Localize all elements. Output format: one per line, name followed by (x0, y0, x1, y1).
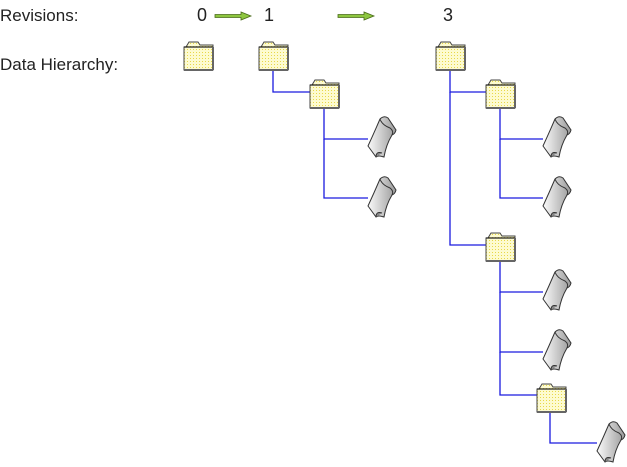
folder-icon[interactable] (258, 41, 289, 71)
arrow-1-to-3 (337, 11, 375, 21)
revision-1: 1 (264, 5, 275, 25)
revision-3: 3 (443, 5, 454, 25)
data-hierarchy-label: Data Hierarchy: (0, 55, 119, 74)
folder-icon[interactable] (485, 232, 516, 262)
document-icon[interactable] (596, 421, 626, 463)
document-icon[interactable] (542, 329, 572, 371)
document-icon[interactable] (542, 116, 572, 158)
folder-icon[interactable] (536, 383, 567, 413)
document-icon[interactable] (367, 176, 397, 218)
revision-0: 0 (197, 5, 208, 25)
connectors-rev3 (449, 71, 597, 444)
connectors-rev1 (272, 71, 368, 199)
folder-icon[interactable] (435, 41, 466, 71)
folder-icon[interactable] (309, 79, 340, 109)
document-icon[interactable] (542, 269, 572, 311)
document-icon[interactable] (542, 176, 572, 218)
revisions-label: Revisions: (0, 6, 79, 25)
document-icon[interactable] (367, 116, 397, 158)
arrow-0-to-1 (214, 11, 252, 21)
folder-icon[interactable] (183, 41, 214, 71)
folder-icon[interactable] (485, 79, 516, 109)
